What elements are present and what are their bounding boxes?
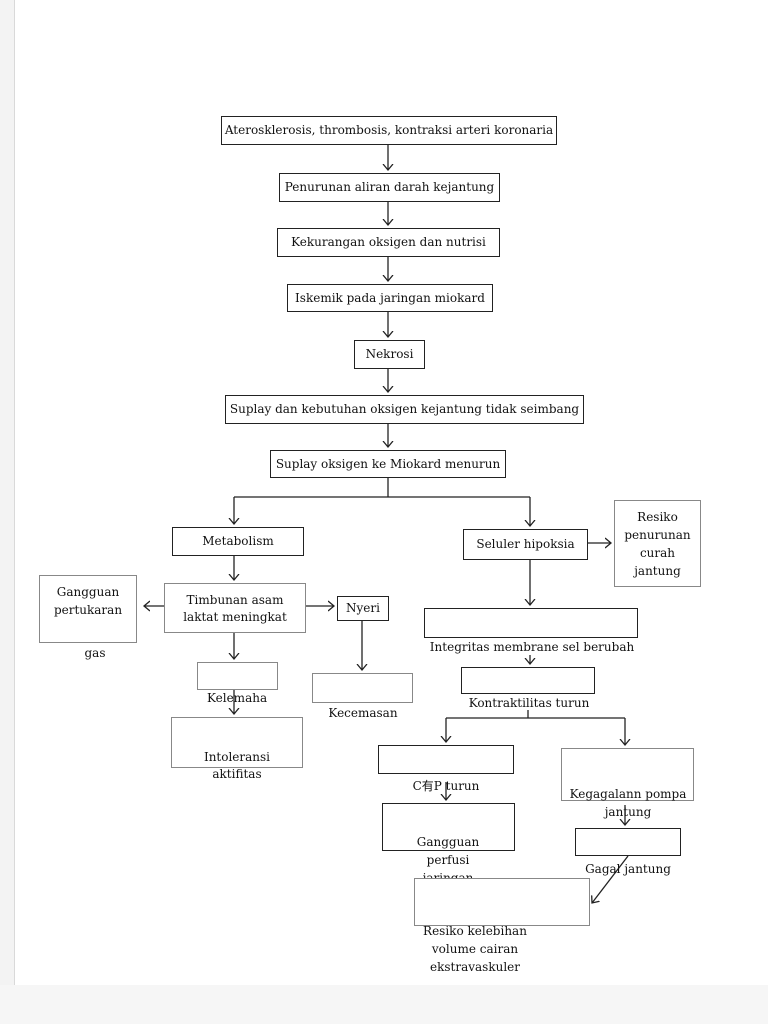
node-seluler-hipoksia: Seluler hipoksia xyxy=(463,529,588,560)
node-resiko-curah-box xyxy=(614,500,701,587)
node-suplay-miokard: Suplay oksigen ke Miokard menurun xyxy=(270,450,506,478)
label-resiko-curah: Resiko penurunan curah jantung xyxy=(624,510,691,578)
node-gangguan-perfusi-box xyxy=(382,803,515,851)
label-timbunan: Timbunan asam laktat meningkat xyxy=(183,593,287,624)
page-bottom-margin xyxy=(0,985,768,1024)
node-intoleransi-box xyxy=(171,717,303,768)
node-gangguan-pertukaran-box xyxy=(39,575,137,643)
node-resiko-kelebihan-box xyxy=(414,878,590,926)
label-kontraktilitas: Kontraktilitas turun xyxy=(468,696,590,710)
node-gagal-jantung-box xyxy=(575,828,681,856)
label-cop-turun: C有P turun xyxy=(412,779,480,793)
node-timbunan-box xyxy=(164,583,306,633)
node-iskemik: Iskemik pada jaringan miokard xyxy=(287,284,493,312)
node-nyeri: Nyeri xyxy=(337,596,389,621)
label-kecemasan: Kecemasan xyxy=(328,706,398,720)
label-gangguan-pertukaran-gas: gas xyxy=(84,646,106,660)
node-kegagalan-box xyxy=(561,748,694,801)
label-gangguan-pertukaran: Gangguan pertukaran xyxy=(53,585,123,617)
label-gagal-jantung: Gagal jantung xyxy=(585,862,671,876)
node-penurunan-aliran: Penurunan aliran darah kejantung xyxy=(279,173,500,202)
label-kelemahan: Kelemaha xyxy=(207,691,268,705)
label-intoleransi: Intoleransi aktifitas xyxy=(203,750,271,781)
node-cop-box xyxy=(378,745,514,774)
label-integritas: Integritas membrane sel berubah xyxy=(429,640,635,654)
node-kecemasan-box xyxy=(312,673,413,703)
page-edge xyxy=(0,0,14,1024)
label-kegagalan-pompa: Kegagalann pompa jantung xyxy=(569,787,687,819)
arrow-gagal-to-resiko-kelebihan xyxy=(592,855,629,903)
node-metabolism: Metabolism xyxy=(172,527,304,556)
node-kontraktilitas-box xyxy=(461,667,595,694)
node-kekurangan-oksigen: Kekurangan oksigen dan nutrisi xyxy=(277,228,500,257)
node-integritas-box xyxy=(424,608,638,638)
node-kelemahan-box xyxy=(197,662,278,690)
label-resiko-kelebihan: Resiko kelebihan volume cairan ekstravas… xyxy=(423,924,527,974)
node-nekrosi: Nekrosi xyxy=(354,340,425,369)
page-edge-line xyxy=(14,0,15,1024)
node-aterosklerosis: Aterosklerosis, thrombosis, kontraksi ar… xyxy=(221,116,557,145)
node-suplay-kebutuhan: Suplay dan kebutuhan oksigen kejantung t… xyxy=(225,395,584,424)
